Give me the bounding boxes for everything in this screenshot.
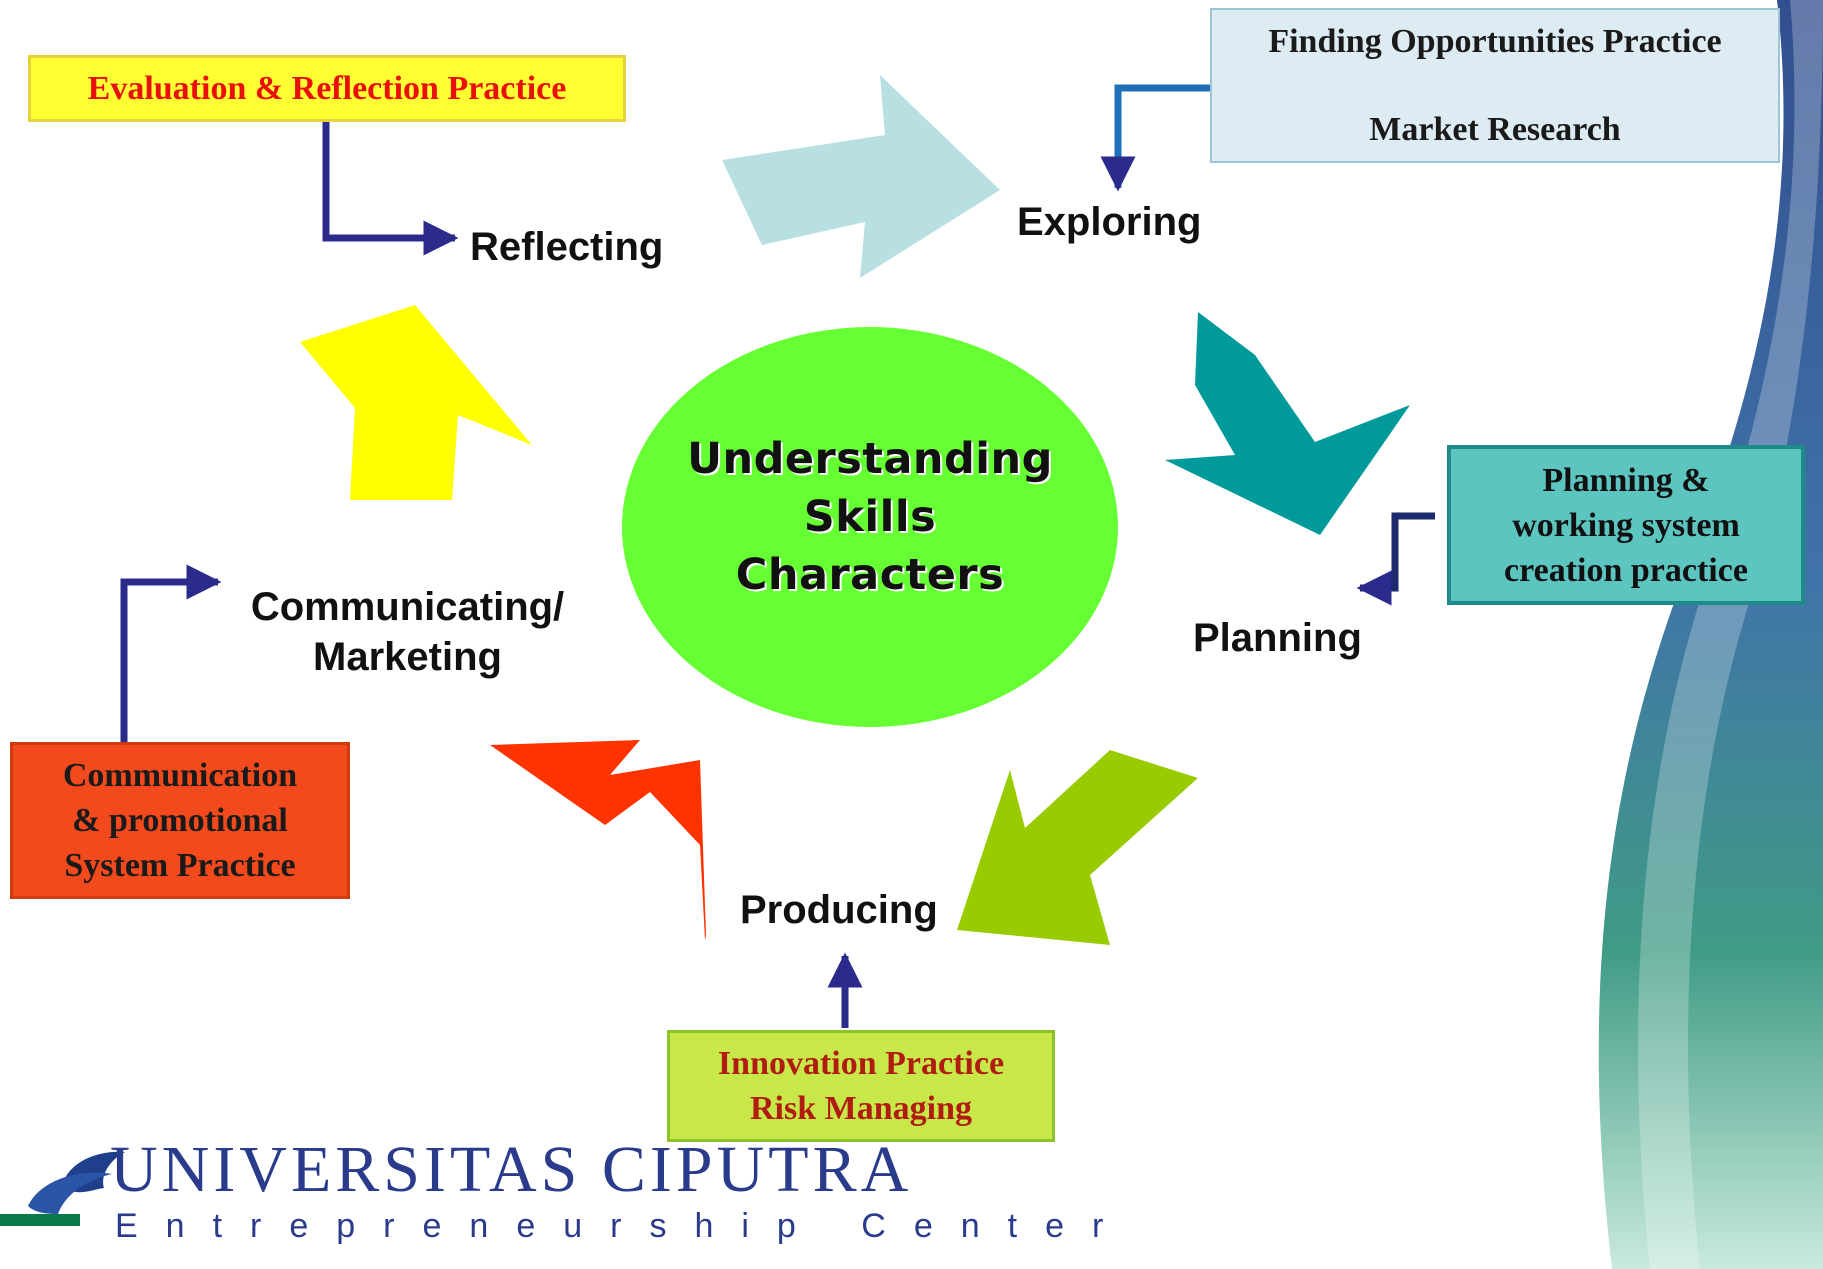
- practice-evaluation-line-1: Evaluation & Reflection Practice: [87, 69, 567, 107]
- arrow-exploring-to-planning: [1165, 312, 1410, 535]
- practice-innovation-line-2: Risk Managing: [750, 1090, 972, 1127]
- practice-communication-line-3: System Practice: [64, 847, 296, 884]
- decorative-swoosh-highlight: [1638, 0, 1823, 1269]
- stage-communicating-line-1: Communicating/: [250, 585, 565, 629]
- center-line-3: Characters: [735, 550, 1005, 600]
- stage-planning: Planning: [1193, 616, 1362, 660]
- practice-innovation-line-1: Innovation Practice: [717, 1045, 1005, 1082]
- connector-evaluation-to-reflecting: [322, 122, 459, 256]
- logo-name: UNIVERSITAS CIPUTRA: [110, 1133, 913, 1206]
- logo-subtitle: Entrepreneurship Center: [115, 1207, 1132, 1245]
- practice-finding-line-1: Finding Opportunities Practice: [1268, 22, 1722, 60]
- ciputra-logo-mark: [0, 1151, 125, 1226]
- practice-finding-box: Finding Opportunities Practice Market Re…: [1210, 8, 1780, 163]
- arrow-communicating-to-reflecting: [300, 305, 532, 500]
- stage-communicating: Communicating/ Marketing: [240, 582, 575, 682]
- arrow-reflecting-to-exploring: [722, 75, 1000, 278]
- arrow-producing-to-communicating: [490, 740, 706, 940]
- practice-communication-line-2: & promotional: [72, 802, 288, 839]
- practice-innovation-box: Innovation Practice Risk Managing: [667, 1030, 1055, 1142]
- connector-communication-to-communicating: [120, 564, 222, 742]
- stage-producing: Producing: [740, 888, 938, 932]
- practice-planning-line-1: Planning &: [1542, 461, 1710, 499]
- center-ellipse: [622, 327, 1118, 727]
- practice-finding-line-2: Market Research: [1369, 110, 1621, 148]
- stage-exploring: Exploring: [1017, 200, 1202, 244]
- decorative-swoosh: [1598, 0, 1823, 1269]
- connector-planningbox-to-planning: [1356, 512, 1435, 606]
- center-label: Understanding Skills Characters: [625, 430, 1115, 604]
- stage-reflecting: Reflecting: [470, 225, 664, 269]
- practice-evaluation-box: Evaluation & Reflection Practice: [28, 55, 626, 122]
- practice-communication-line-1: Communication: [62, 757, 298, 794]
- stage-communicating-line-2: Marketing: [313, 635, 502, 679]
- practice-planning-line-3: creation practice: [1504, 551, 1748, 589]
- practice-communication-box: Communication & promotional System Pract…: [10, 742, 350, 899]
- center-line-2: Skills: [803, 492, 937, 542]
- center-line-1: Understanding: [687, 434, 1053, 484]
- practice-planning-line-2: working system: [1512, 506, 1740, 544]
- connector-finding-to-exploring: [1100, 84, 1210, 192]
- practice-planning-box: Planning & working system creation pract…: [1447, 445, 1805, 605]
- arrow-planning-to-producing: [957, 750, 1198, 945]
